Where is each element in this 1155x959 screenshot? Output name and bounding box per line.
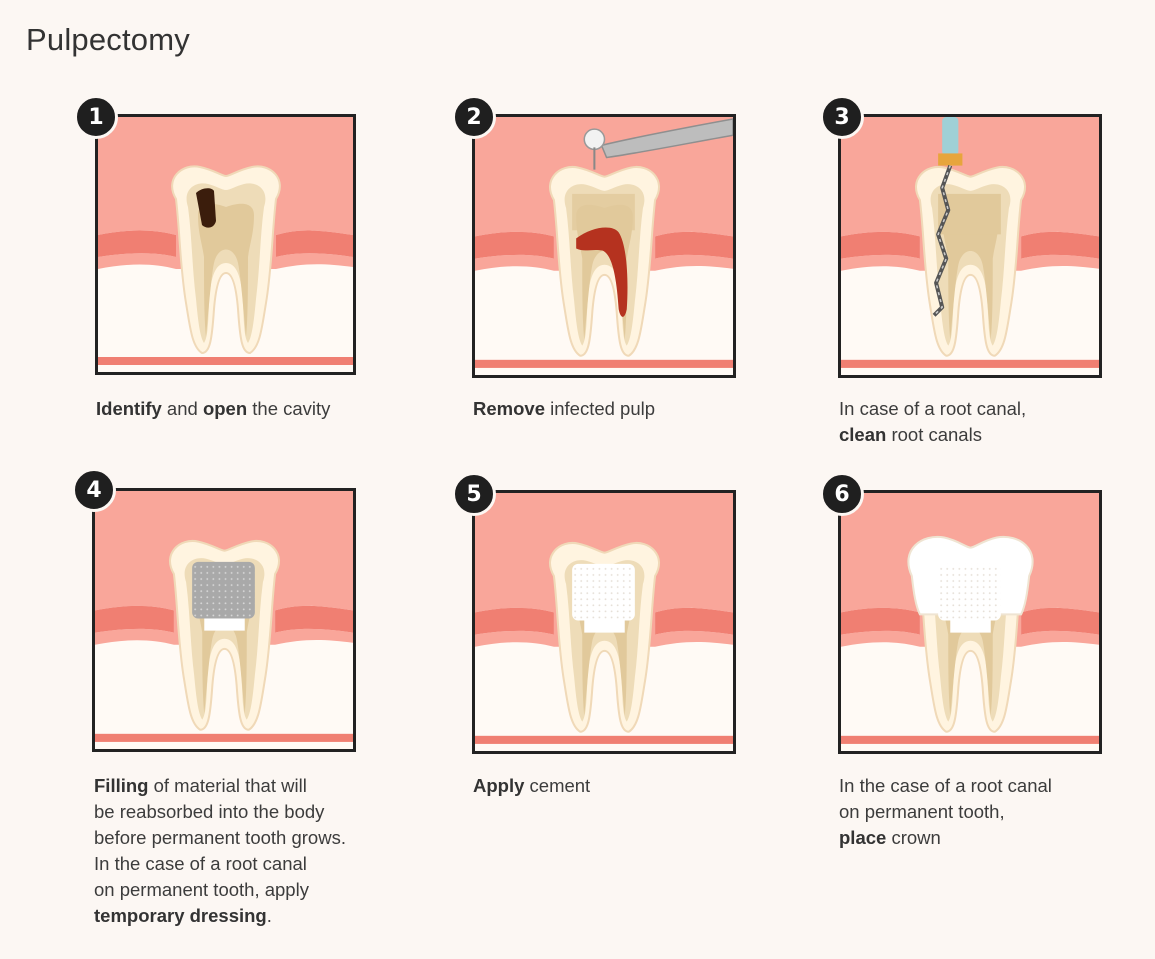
endodontic-file-icon <box>932 117 963 317</box>
caption-text: In the case of a root canal <box>94 853 307 874</box>
caption-text: of material that will <box>148 775 307 796</box>
caption-text: . <box>266 905 272 926</box>
caption-text: infected pulp <box>544 398 656 419</box>
caption-emphasis: Apply <box>473 775 525 796</box>
step-6-caption: In the case of a root canal on permanent … <box>839 773 1052 851</box>
base-liner-shape <box>584 620 625 633</box>
tooth-illustration <box>841 493 1099 751</box>
step-5-number-badge: 5 <box>452 472 496 516</box>
step-1-caption: Identify and open the cavity <box>96 396 330 422</box>
step-1-number-badge: 1 <box>74 95 118 139</box>
caption-emphasis: place <box>839 827 887 848</box>
step-4-caption: Filling of material that will be reabsorb… <box>94 773 346 929</box>
step-3-caption: In case of a root canal, clean root canal… <box>839 396 1026 448</box>
infected-pulp-shape <box>576 227 628 317</box>
tooth-illustration <box>841 117 1099 375</box>
caption-emphasis: Filling <box>94 775 149 796</box>
step-2-number-badge: 2 <box>452 95 496 139</box>
tooth-illustration <box>475 493 733 751</box>
tooth-shape <box>171 165 281 355</box>
caption-emphasis: clean <box>839 424 887 445</box>
caption-text: the cavity <box>247 398 331 419</box>
tooth-illustration <box>95 491 353 749</box>
caption-text: In the case of a root canal <box>839 775 1052 796</box>
opened-cavity-shape <box>572 193 635 231</box>
caption-text: before permanent tooth grows. <box>94 827 346 848</box>
caption-text: cement <box>524 775 591 796</box>
caption-text: root canals <box>886 424 982 445</box>
step-3-number-badge: 3 <box>820 95 864 139</box>
tooth-illustration <box>475 117 733 375</box>
caption-text: on permanent tooth, <box>839 801 1005 822</box>
step-2-illustration <box>472 114 736 378</box>
caption-text: be reabsorbed into the body <box>94 801 325 822</box>
cavity-decay-shape <box>196 188 216 228</box>
caption-text: crown <box>886 827 941 848</box>
base-liner-shape <box>204 618 245 631</box>
caption-text: and <box>161 398 203 419</box>
step-5-caption: Apply cement <box>473 773 590 799</box>
step-4-illustration <box>92 488 356 752</box>
caption-emphasis: open <box>202 398 248 419</box>
caption-text: In case of a root canal, <box>839 398 1027 419</box>
step-3-illustration <box>838 114 1102 378</box>
step-6-number-badge: 6 <box>820 472 864 516</box>
page-title: Pulpectomy <box>26 22 190 57</box>
step-2-caption: Remove infected pulp <box>473 396 655 422</box>
caption-emphasis: temporary dressing <box>94 905 267 926</box>
step-6-illustration <box>838 490 1102 754</box>
caption-text: on permanent tooth, apply <box>94 879 309 900</box>
step-5-illustration <box>472 490 736 754</box>
dental-drill-icon <box>583 118 733 170</box>
caption-emphasis: Identify <box>96 398 162 419</box>
step-4-number-badge: 4 <box>72 468 116 512</box>
step-1-illustration <box>95 114 356 375</box>
base-liner-shape <box>950 620 991 633</box>
caption-emphasis: Remove <box>473 398 545 419</box>
tooth-illustration <box>98 117 353 372</box>
